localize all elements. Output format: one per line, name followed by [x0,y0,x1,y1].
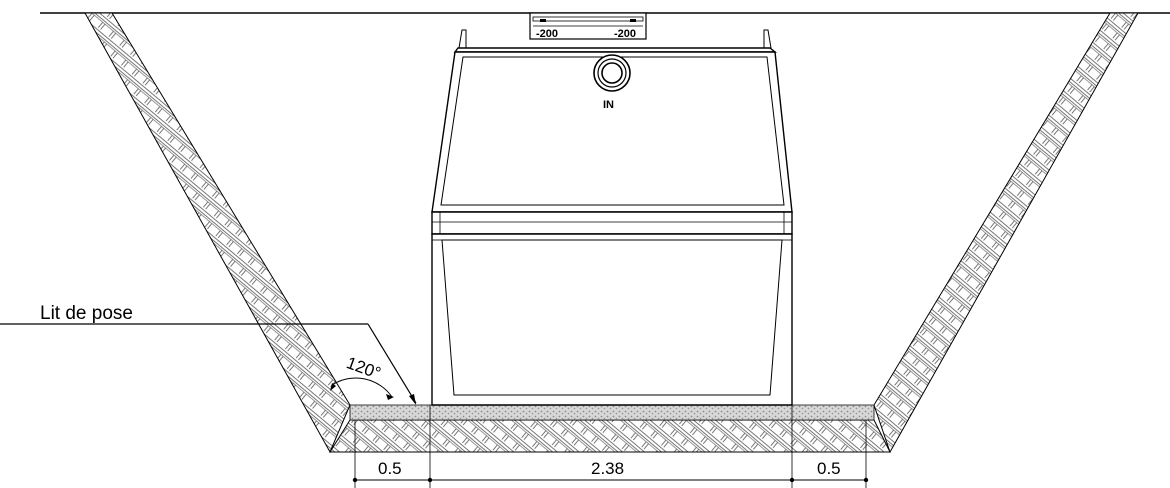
callout-leader [367,323,417,404]
tank-belt [431,211,793,235]
angle-arc [331,377,393,398]
tank-lower-body [431,233,793,406]
right-soil-wall [873,12,1139,454]
callout-label: Lit de pose [40,303,133,324]
left-soil-wall [84,12,351,454]
dimension-tank-width: 2.38 [591,459,624,478]
collar-right-label: -200 [614,28,636,40]
dimension-right-margin: 0.5 [817,459,841,478]
collar-left-label: -200 [536,28,558,40]
bottom-soil [329,419,891,453]
tank: -200 -200 IN [431,12,793,406]
dimension-left-margin: 0.5 [378,459,402,478]
inlet-pipe-inner [601,62,623,84]
dimension-lines [352,405,869,488]
inlet-label: IN [603,99,614,111]
inlet-pipe-outer [593,54,631,92]
gravel-bedding [349,404,875,421]
